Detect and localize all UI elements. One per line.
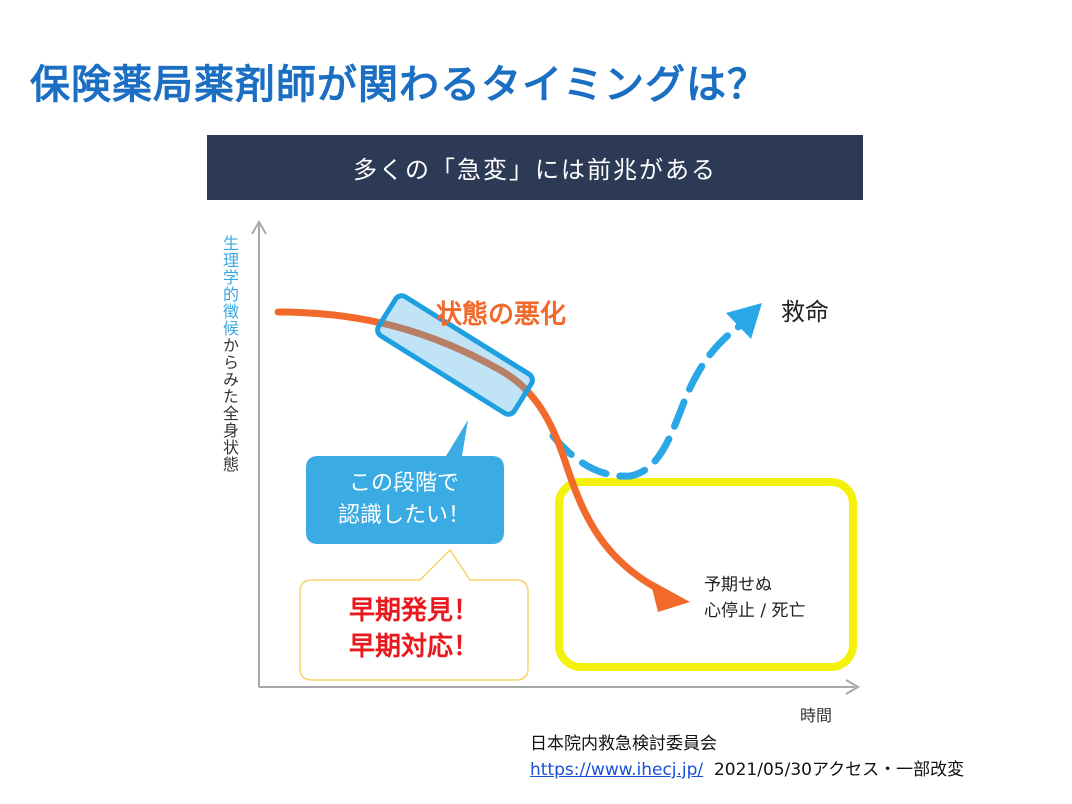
bubble-line-2: 認識したい！	[337, 503, 470, 528]
source-citation: 日本院内救急検討委員会 https://www.ihecj.jp/ 2021/0…	[530, 731, 964, 783]
y-axis-label-rest: からみた全身状態	[220, 337, 239, 473]
rescue-arrowhead	[726, 303, 762, 339]
y-axis-arrowhead	[251, 220, 267, 235]
early-line-1: 早期発見！	[348, 596, 479, 626]
x-axis-arrowhead	[845, 679, 860, 695]
y-axis-label: 生理学的徴候からみた全身状態	[218, 235, 240, 473]
bubble-line-1: この段階で	[348, 471, 459, 496]
source-link[interactable]: https://www.ihecj.jp/	[530, 760, 704, 780]
diagram-header-text: 多くの「急変」には前兆がある	[353, 156, 717, 184]
source-access-note: 2021/05/30アクセス・一部改変	[713, 760, 965, 780]
early-stage-box	[375, 293, 535, 417]
arrest-text: 予期せぬ 心停止 / 死亡	[704, 572, 806, 624]
arrest-line-1: 予期せぬ	[704, 575, 772, 595]
speech-bubble	[306, 420, 504, 544]
rescue-path-dashed	[549, 318, 749, 480]
diagram-header-banner: 多くの「急変」には前兆がある	[207, 135, 863, 200]
bubble-text: この段階で 認識したい！	[306, 458, 502, 542]
worsening-curve	[274, 308, 664, 594]
arrest-line-2: 心停止 / 死亡	[704, 601, 806, 621]
worsening-arrowhead	[650, 580, 690, 612]
y-axis-label-highlight: 生理学的徴候	[220, 235, 239, 337]
arrest-highlight-box	[555, 478, 857, 671]
rescue-label: 救命	[781, 298, 829, 326]
early-response-text: 早期発見！ 早期対応！	[300, 580, 528, 678]
early-line-2: 早期対応！	[348, 632, 479, 662]
slide-title: 保険薬局薬剤師が関わるタイミングは？	[30, 62, 768, 108]
early-callout	[299, 548, 529, 681]
x-axis-label: 時間	[800, 706, 833, 725]
source-organization: 日本院内救急検討委員会	[530, 734, 717, 754]
worsening-label: 状態の悪化	[436, 300, 567, 330]
